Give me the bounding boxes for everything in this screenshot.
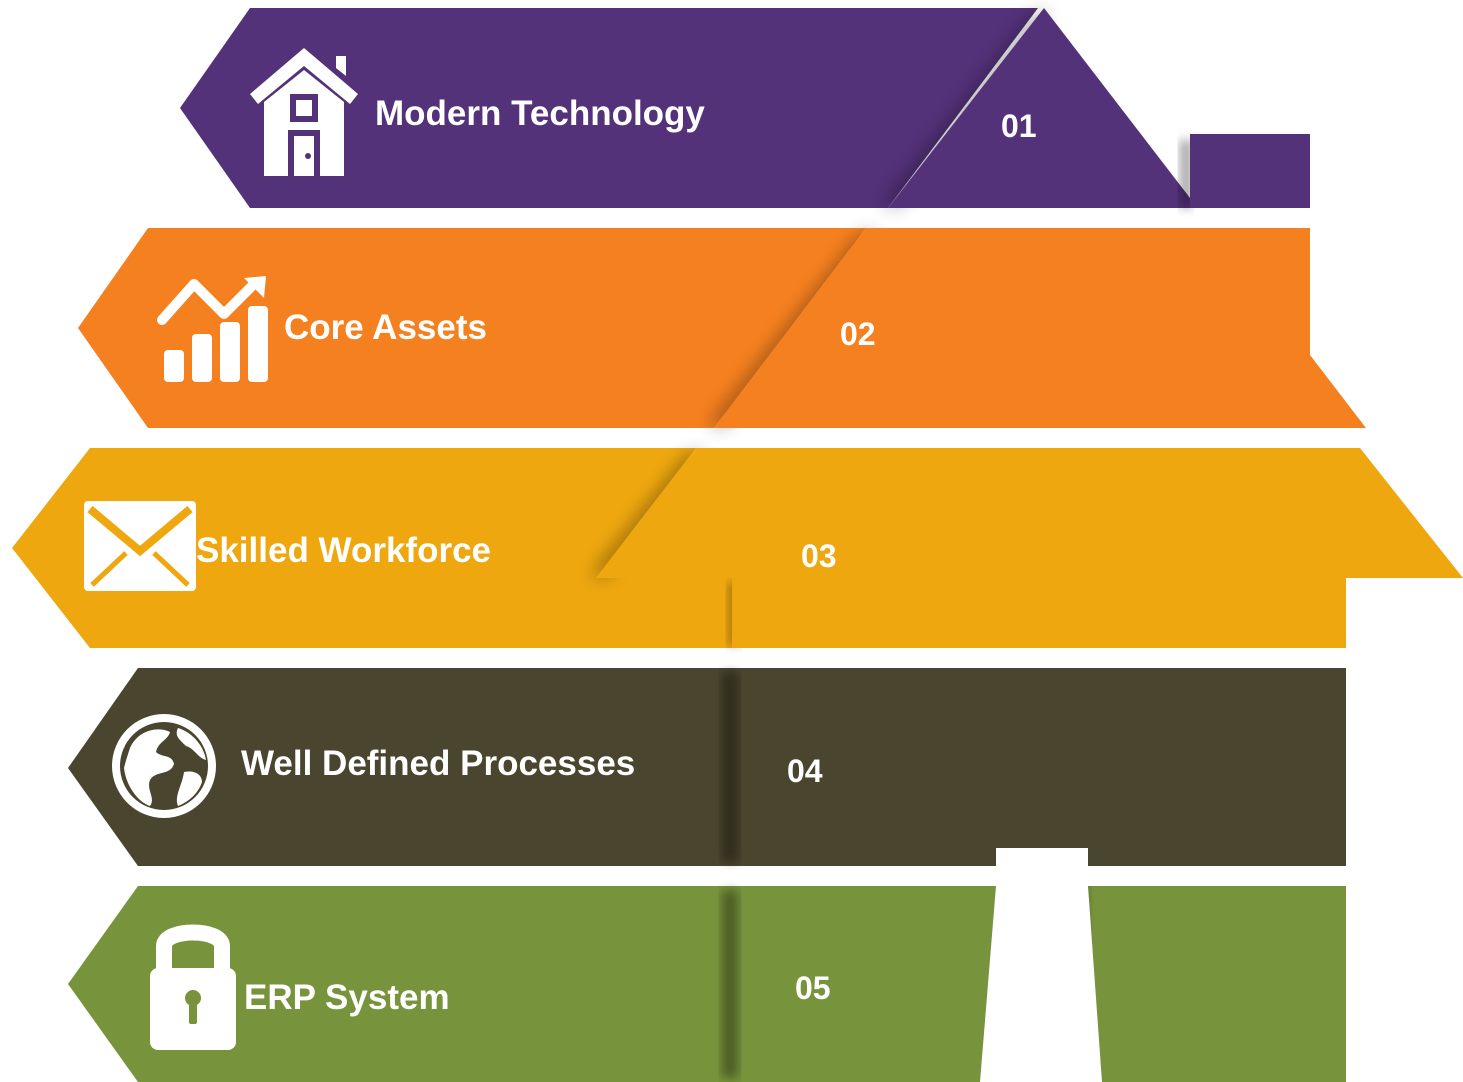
chimney-shadow [1180,140,1192,208]
band-03-left-arrow [12,448,732,648]
band-02-roof-panel [714,228,1366,428]
item-label-core-assets: Core Assets [284,308,487,347]
item-label-erp-system: ERP System [244,978,450,1017]
band-04-seam-shadow [722,672,738,862]
band-03 [12,448,1463,648]
house-icon [250,48,358,176]
envelope-icon [84,501,196,591]
item-number-02: 02 [840,316,876,352]
band-04 [68,668,1346,866]
band-05-wall-right [1088,886,1346,1082]
door-top [996,848,1088,866]
band-04-left-arrow [68,668,732,866]
band-01-left-arrow [180,8,1038,208]
band-05 [68,886,1346,1082]
padlock-icon [150,924,236,1050]
item-label-skilled-workforce: Skilled Workforce [196,531,492,570]
item-number-03: 03 [801,538,837,574]
band-01-roof-panel [888,8,1190,208]
globe-icon [112,714,216,818]
band-02 [78,228,1366,428]
chimney [1190,134,1310,208]
band-05-seam-shadow [722,890,738,1078]
item-number-05: 05 [795,970,831,1006]
band-04-wall [732,668,1346,866]
door-opening [980,886,1102,1082]
band-05-wall-left [732,886,996,1082]
item-number-04: 04 [787,753,823,789]
band-02-left-arrow [78,228,866,428]
item-label-modern-technology: Modern Technology [375,94,705,133]
item-number-01: 01 [1001,108,1037,144]
growth-chart-icon [157,276,268,382]
band-01 [180,8,1310,208]
item-label-well-defined-processes: Well Defined Processes [241,744,636,783]
band-03-roof-panel [596,448,1463,648]
